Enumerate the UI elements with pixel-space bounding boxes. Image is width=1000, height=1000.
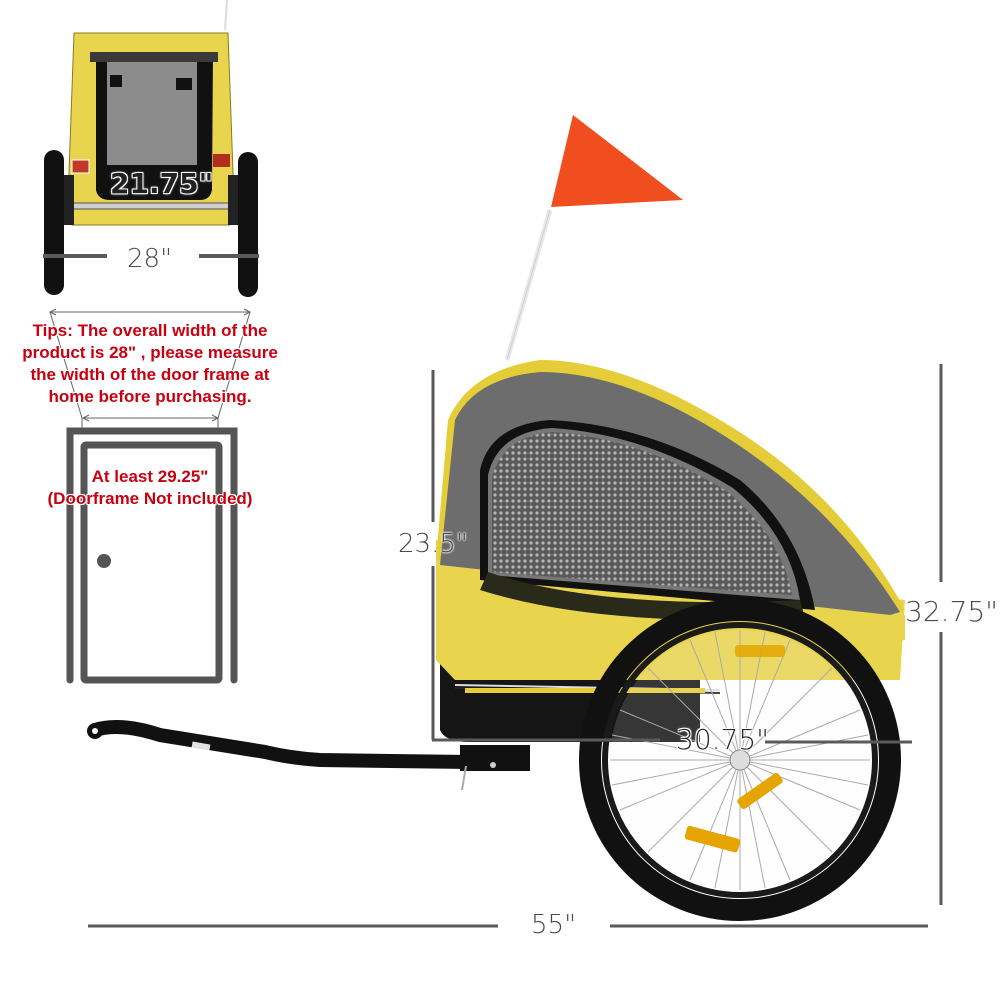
rear-overall-width-label: 28" xyxy=(127,244,173,274)
tips-line-3: the width of the door frame at xyxy=(30,365,270,384)
tow-bar xyxy=(87,720,530,791)
door-frame-icon xyxy=(66,427,238,684)
tips-line-4: home before purchasing. xyxy=(48,387,252,406)
overall-height-label: 32.75" xyxy=(905,595,999,628)
rear-view-trailer xyxy=(44,0,258,297)
door-min-width: At least 29.25" xyxy=(91,467,209,486)
safety-flag xyxy=(504,115,683,361)
door-knob-icon xyxy=(97,554,111,568)
tips-text: Tips: The overall width of the product i… xyxy=(0,320,300,408)
cabin-height-label: 23.5" xyxy=(398,529,468,559)
cabin-length-label: 30.75" xyxy=(676,723,770,756)
doorframe-width-guide xyxy=(48,308,252,430)
tips-line-1: Tips: The overall width of the xyxy=(32,321,268,340)
rear-inner-width-label: 21.75" xyxy=(110,167,214,200)
door-requirement-text: At least 29.25" (Doorframe Not included) xyxy=(0,466,300,510)
trailer-body xyxy=(436,360,905,742)
overall-length-label: 55" xyxy=(531,910,577,940)
door-note: (Doorframe Not included) xyxy=(47,489,253,508)
tips-line-2: product is 28" , please measure xyxy=(22,343,278,362)
rear-wheel xyxy=(579,599,901,921)
